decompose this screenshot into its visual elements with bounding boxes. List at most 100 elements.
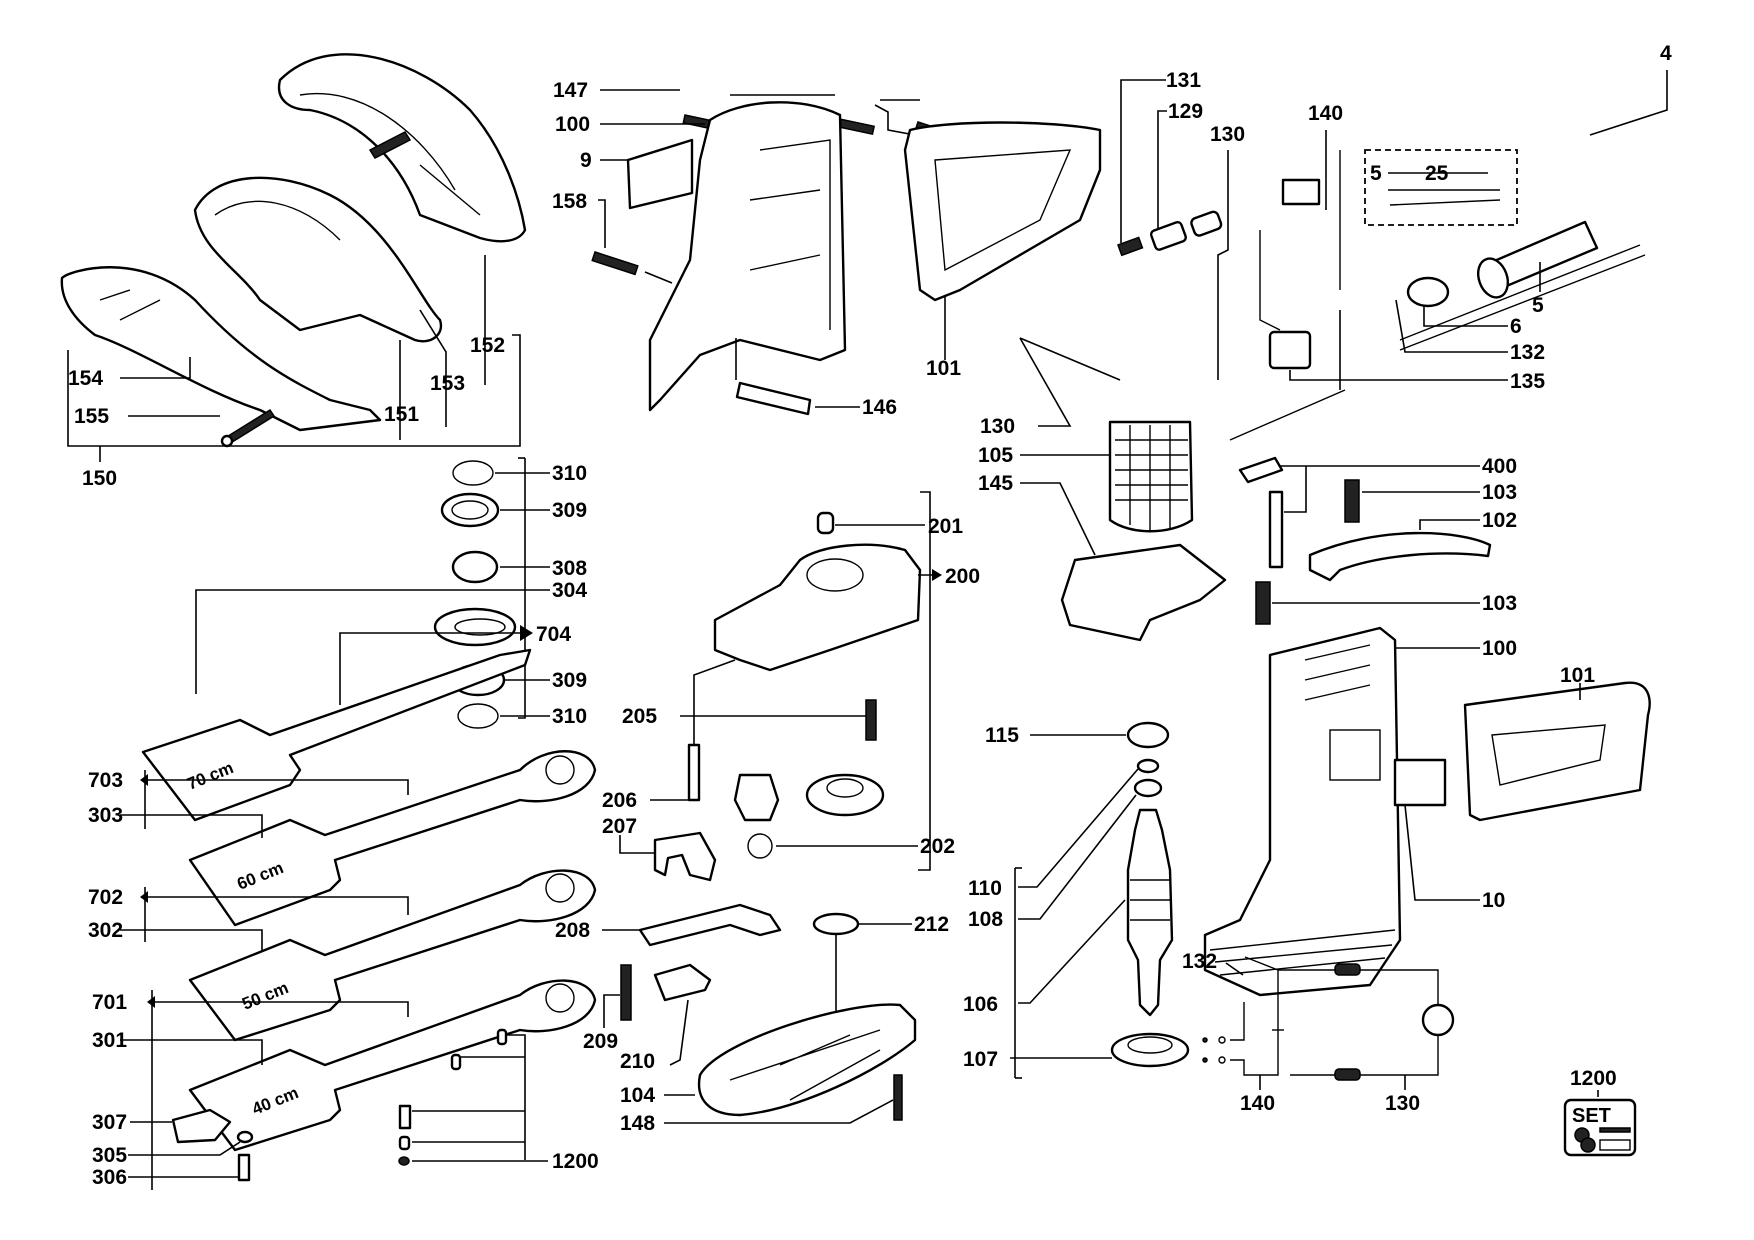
- label-209: 209: [583, 1030, 618, 1053]
- part-701-blade-40cm: [188, 979, 597, 1152]
- armature-group: 115 110 108 106 107: [963, 721, 1190, 1079]
- motor-stator-group: 130 105 145: [978, 337, 1227, 642]
- part-9-label: [626, 138, 694, 210]
- part-400-lock: [1238, 456, 1284, 484]
- trigger-group: 400 103 102 103: [1238, 455, 1517, 625]
- label-101: 101: [926, 357, 961, 380]
- wiring-schematic: 132 140 130: [1182, 950, 1455, 1115]
- label-202: 202: [920, 835, 955, 858]
- label-309b: 309: [552, 669, 587, 692]
- label-206: 206: [602, 789, 637, 812]
- part-304-link: [433, 607, 517, 647]
- label-207: 207: [602, 815, 637, 838]
- label-1200a: 1200: [552, 1150, 599, 1173]
- label-10: 10: [1482, 889, 1505, 912]
- label-108: 108: [968, 908, 1003, 931]
- label-155: 155: [74, 405, 109, 428]
- label-107: 107: [963, 1048, 998, 1071]
- part-207-clip: [653, 831, 717, 882]
- part-100-housing-right: [1203, 626, 1402, 997]
- label-146: 146: [862, 396, 897, 419]
- part-10-label: [1393, 758, 1447, 807]
- blade-drive-group: 310 309 308 304 704 309 310: [195, 457, 587, 729]
- label-703: 703: [88, 769, 123, 792]
- part-140-switch: [1281, 178, 1321, 206]
- label-701: 701: [92, 991, 127, 1014]
- part-129-brush-holder: [1149, 220, 1187, 251]
- part-202-circlip: [747, 833, 773, 859]
- small-parts-set: 1200: [398, 1028, 599, 1173]
- label-106: 106: [963, 993, 998, 1016]
- label-9: 9: [580, 149, 592, 172]
- label-129: 129: [1168, 100, 1203, 123]
- label-305: 305: [92, 1144, 127, 1167]
- motor-symbol: [1421, 1003, 1455, 1037]
- label-400: 400: [1482, 455, 1517, 478]
- part-154-shield: [60, 266, 382, 432]
- part-209-screw: [620, 964, 632, 1021]
- part-100-housing-left: [648, 101, 847, 412]
- label-4: 4: [1660, 42, 1672, 65]
- blade-60: 60 cm 703 303: [88, 750, 597, 927]
- arrow-703: [140, 774, 148, 786]
- inset-dim-a: 5: [1370, 162, 1382, 185]
- part-152-guard: [277, 53, 527, 243]
- part-101-handle-half: [903, 121, 1102, 302]
- wire-strip-inset: [1364, 149, 1518, 226]
- blade-70: 70 cm: [141, 648, 532, 822]
- label-110: 110: [968, 877, 1002, 900]
- part-310-ring-top: [452, 460, 494, 486]
- label-140: 140: [1308, 102, 1343, 125]
- label-301: 301: [92, 1029, 127, 1052]
- part-702-blade-50cm: [188, 869, 597, 1042]
- label-308: 308: [552, 557, 587, 580]
- label-153: 153: [430, 372, 465, 395]
- part-110-washer: [1136, 758, 1160, 774]
- label-310a: 310: [552, 462, 587, 485]
- label-205: 205: [622, 705, 657, 728]
- part-103-spring-bottom: [1255, 581, 1271, 625]
- arrow-200: [932, 569, 942, 581]
- label-140b: 140: [1240, 1092, 1275, 1115]
- part-704-blade-70cm: [141, 648, 532, 822]
- part-306-screw: [237, 1153, 251, 1182]
- arrow-701: [147, 996, 155, 1008]
- label-6: 6: [1510, 315, 1522, 338]
- part-307-guard-tip: [171, 1108, 232, 1144]
- label-309a: 309: [552, 499, 587, 522]
- part-206-screw: [687, 743, 701, 802]
- label-151: 151: [384, 403, 419, 426]
- part-105-field-coil: [1108, 420, 1194, 533]
- blade-50: 50 cm 702 302: [88, 869, 597, 1042]
- label-152: 152: [470, 334, 505, 357]
- arrow-704: [520, 625, 533, 641]
- blade-40: 40 cm 701 301 307 305 306: [92, 979, 597, 1190]
- label-1200b: 1200: [1570, 1067, 1617, 1090]
- label-158: 158: [552, 190, 587, 213]
- part-gear: [805, 773, 885, 817]
- part-146-pin: [735, 381, 812, 416]
- label-306: 306: [92, 1166, 127, 1189]
- label-208: 208: [555, 919, 590, 942]
- gear-housing-group: 201 200 205 206 207 202 208 209 210: [555, 491, 980, 1135]
- set-badge-text: SET: [1572, 1105, 1611, 1127]
- label-115: 115: [985, 724, 1019, 747]
- part-153-spring: [368, 131, 412, 159]
- label-210: 210: [620, 1050, 655, 1073]
- label-150: 150: [82, 467, 117, 490]
- label-105: 105: [978, 444, 1013, 467]
- part-200-gear-housing: [713, 543, 922, 672]
- part-135-switch: [1268, 330, 1312, 370]
- part-145-bracket: [1060, 543, 1227, 642]
- part-703-blade-60cm: [188, 750, 597, 927]
- label-148: 148: [620, 1112, 655, 1135]
- part-208-plate: [638, 903, 782, 947]
- label-307: 307: [92, 1111, 127, 1134]
- label-132b: 132: [1182, 950, 1217, 973]
- label-131: 131: [1166, 69, 1201, 92]
- part-151-guard: [193, 176, 443, 343]
- label-201: 201: [928, 515, 963, 538]
- inset-dim-b: 25: [1425, 162, 1449, 185]
- label-130b: 130: [980, 415, 1015, 438]
